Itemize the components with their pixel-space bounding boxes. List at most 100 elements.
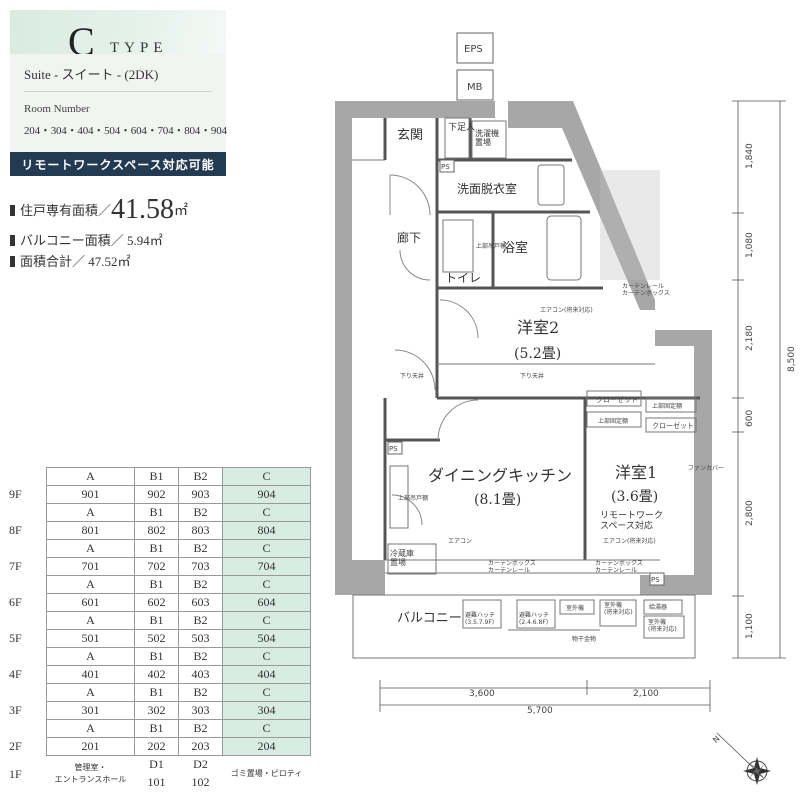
unit-type-cell: B1	[134, 647, 179, 666]
unit-number-cell: 704	[222, 557, 311, 576]
height-dimension: 1,080	[745, 232, 755, 258]
total-area-text: 面積合計／ 47.52㎡	[20, 254, 131, 269]
compass-north-label: N	[711, 734, 722, 745]
curtain-box-v-label: カーテンレールカーテンボックス	[622, 283, 670, 297]
unit-type-cell: C	[222, 575, 311, 594]
unit-type-cell: D2	[193, 757, 208, 772]
dining-kitchen-label: ダイニングキッチン	[428, 466, 572, 485]
unit-number-cell: 803	[178, 521, 223, 540]
mb-label: MB	[467, 82, 483, 93]
floor-label: 1F	[9, 767, 22, 781]
unit-number-cell: 804	[222, 521, 311, 540]
bath-label: 浴室	[502, 240, 528, 256]
door-swings	[389, 174, 479, 526]
ps-label: PS	[651, 576, 660, 584]
height-dimension: 2,800	[745, 500, 755, 526]
dressing-room-label: 洗面脱衣室	[457, 181, 517, 196]
genkan-label: 玄関	[397, 128, 423, 143]
hatch-2-label: 避難ハッチ(2.4.6.8F)	[519, 611, 549, 626]
balcony-area-shape	[352, 594, 696, 659]
aircon-outlet-label: エアコン(将来対応)	[540, 306, 593, 314]
total-area: 面積合計／ 47.52㎡	[10, 251, 131, 270]
hatch-1-label: 避難ハッチ(3.5.7.9F)	[465, 611, 495, 626]
private-area-value: 41.58	[111, 194, 175, 225]
bullet-square	[10, 235, 15, 246]
private-area-label: 住戸専有面積／	[20, 203, 112, 218]
upper-shelf-label: 上部固定棚	[598, 417, 628, 425]
water-heater-label: 給湯器	[649, 603, 667, 611]
total-width-dimension: 5,700	[527, 706, 553, 716]
toilet-label: トイレ	[445, 271, 481, 285]
ps-label: PS	[441, 163, 450, 171]
unit-number-cell: 802	[134, 521, 179, 540]
unit-number-cell: 202	[134, 737, 179, 756]
floor-label: 9F	[9, 487, 22, 501]
unit-type-cell: B2	[178, 719, 223, 738]
interior-walls	[383, 118, 700, 560]
washing-machine-label: 洗濯機置場	[475, 128, 499, 147]
horizontal-dimension-lines	[379, 680, 711, 712]
private-area-unit: ㎡	[174, 204, 189, 219]
balcony-area-text: バルコニー面積／ 5.94㎡	[20, 233, 163, 248]
unit-number-cell: 403	[178, 665, 223, 684]
fridge-label: 冷蔵庫置場	[390, 548, 414, 567]
width-dimension-2: 2,100	[633, 689, 659, 699]
unit-type-cell: B1	[134, 539, 179, 558]
upper-shelf-label: 上部固定棚	[652, 402, 682, 410]
unit-number-cell: 703	[178, 557, 223, 576]
unit-number-cell: 904	[222, 485, 311, 504]
height-dimension: 1,840	[745, 143, 755, 169]
room-number-list: 204・304・404・504・604・704・804・904	[24, 125, 227, 137]
floor-label: 4F	[9, 667, 22, 681]
outdoor-unit-future-label: 室外機(将来対応)	[604, 601, 633, 616]
bullet-square	[10, 256, 15, 267]
total-height-dimension: 8,500	[787, 346, 797, 372]
unit-type-cell: C	[222, 647, 311, 666]
room-number-label: Room Number	[24, 103, 90, 115]
kitchen-shelf-label: 上部吊戸棚	[398, 494, 428, 502]
floor-label: 8F	[9, 523, 22, 537]
floor-label: 5F	[9, 631, 22, 645]
unit-number-cell: 604	[222, 593, 311, 612]
unit-number-cell: 902	[134, 485, 179, 504]
laundry-hanger-label: 物干金物	[572, 635, 596, 643]
drop-ceiling-label: 下り天井	[400, 372, 424, 380]
room2-label: 洋室2	[517, 318, 559, 337]
unit-number-cell: 401	[46, 665, 135, 684]
unit-type-cell: B1	[134, 467, 179, 486]
shoe-box-label: 下足入	[448, 122, 475, 133]
unit-number-cell: 404	[222, 665, 311, 684]
unit-number-cell: 101	[147, 775, 166, 789]
curtain-box-label: カーテンボックスカーテンレール	[595, 559, 643, 574]
unit-type-cell: C	[222, 611, 311, 630]
fan-cover-label: ファンカバー	[688, 465, 724, 472]
ps-boxes	[387, 159, 665, 586]
floor-label: 2F	[9, 739, 22, 753]
unit-number-cell: 102	[191, 775, 210, 789]
unit-type-cell: B1	[134, 683, 179, 702]
closet-label: クローゼット	[652, 421, 694, 430]
info-divider	[24, 91, 212, 92]
dining-kitchen-size: (8.1畳)	[474, 492, 521, 508]
unit-number-cell: 203	[178, 737, 223, 756]
width-dimension-1: 3,600	[469, 689, 495, 699]
room1-note: リモートワークスペース対応	[600, 510, 663, 531]
ps-label: PS	[389, 445, 398, 453]
unit-number-cell: 702	[134, 557, 179, 576]
bullet-square	[10, 205, 15, 216]
private-area: 住戸専有面積／41.58㎡	[10, 194, 188, 226]
outdoor-unit-future-label: 室外機(将来対応)	[648, 618, 677, 633]
unit-type-cell: C	[222, 467, 311, 486]
unit-number-cell: 303	[178, 701, 223, 720]
